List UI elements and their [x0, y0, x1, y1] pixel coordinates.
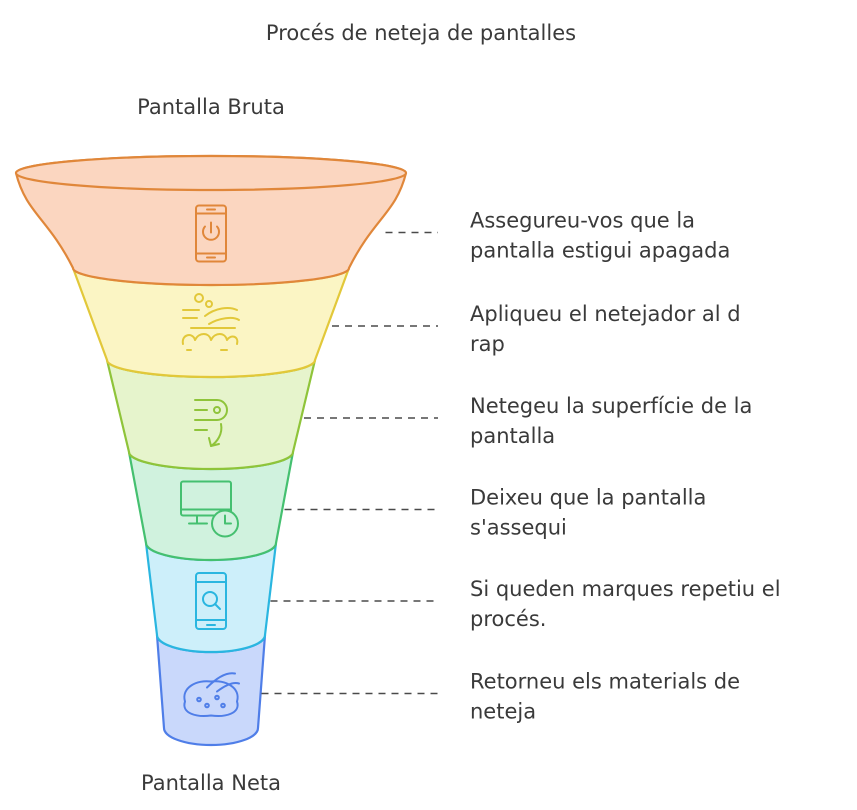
stage-label-line: Assegureu-vos que la	[470, 209, 695, 233]
stage-label: Assegureu-vos que la pantalla estigui apa…	[470, 209, 730, 263]
stage-label: Retorneu els materials de neteja	[470, 670, 740, 724]
phone-power-icon	[195, 204, 227, 263]
stage-label: Si queden marques repetiu el procés.	[470, 577, 781, 631]
stage-label-line: neteja	[470, 700, 536, 724]
stage-label-line: rap	[470, 332, 505, 356]
stage-label-line: pantalla	[470, 424, 555, 448]
stage-label-line: procés.	[470, 607, 546, 631]
funnel-stage	[14, 154, 408, 287]
diagram-title: Procés de neteja de pantalles	[266, 21, 576, 45]
wipe-finger-icon	[194, 399, 228, 447]
funnel-rim	[14, 154, 408, 192]
stage-label-line: Apliqueu el netejador al d	[470, 302, 741, 326]
top-label: Pantalla Bruta	[137, 95, 285, 119]
bottom-label: Pantalla Neta	[141, 771, 281, 795]
cleaning-hand-icon	[181, 293, 240, 351]
stage-label-line: Si queden marques repetiu el	[470, 577, 781, 601]
cloth-hand-icon	[183, 672, 240, 717]
connectors	[261, 231, 438, 695]
stage-label-line: pantalla estigui apagada	[470, 239, 730, 263]
stage-label: Deixeu que la pantalla s'assequi	[470, 486, 706, 540]
stage-label-line: Retorneu els materials de	[470, 670, 740, 694]
stage-label-line: Netegeu la superfície de la	[470, 394, 752, 418]
stage-label-line: s'assequi	[470, 516, 567, 540]
funnel	[14, 154, 408, 747]
stage-label-line: Deixeu que la pantalla	[470, 486, 706, 510]
stage-label: Apliqueu el netejador al d rap	[470, 302, 741, 356]
stage-label: Netegeu la superfície de la pantalla	[470, 394, 752, 448]
stage-labels: Retorneu els materials de neteja Si queden…	[470, 209, 781, 724]
phone-search-icon	[195, 572, 227, 630]
monitor-clock-icon	[180, 480, 239, 538]
